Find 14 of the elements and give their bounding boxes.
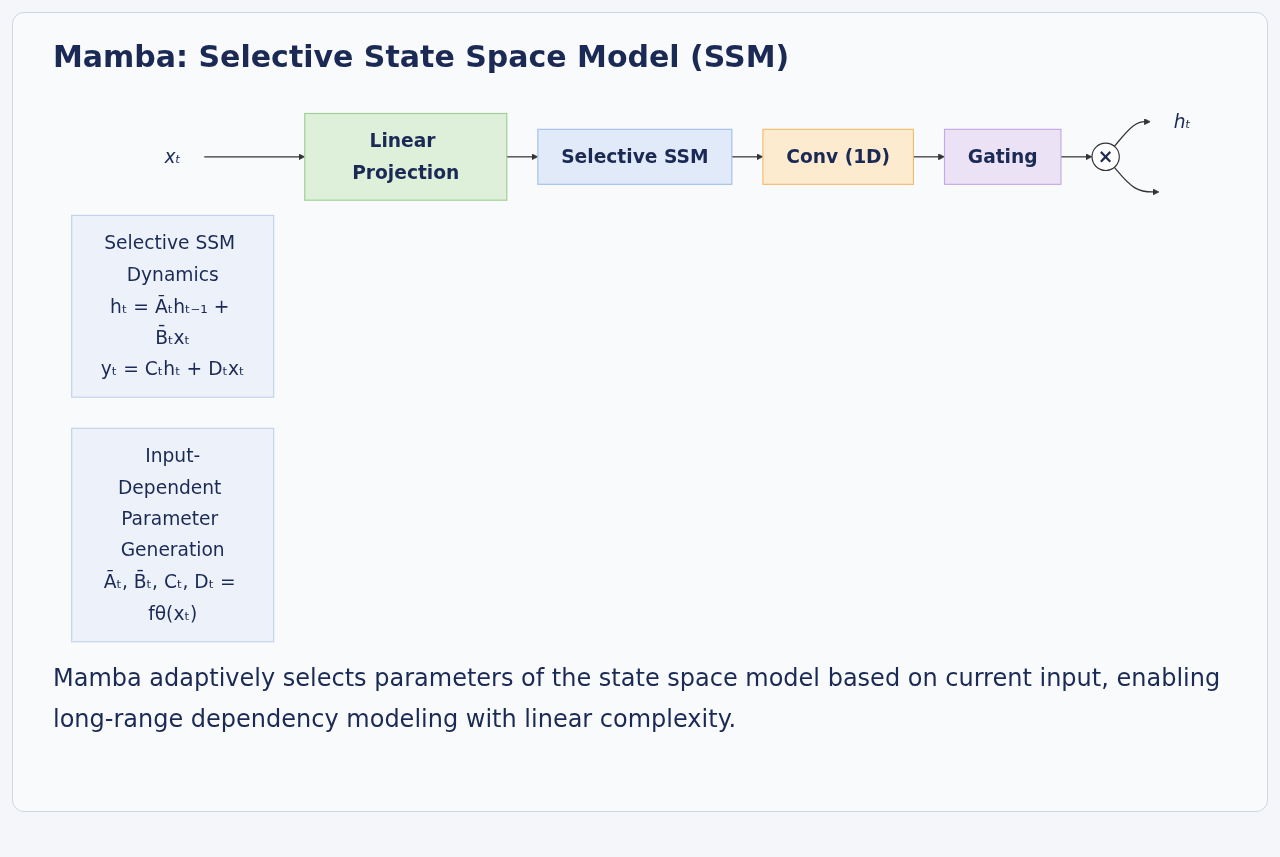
node-circle: × bbox=[1091, 142, 1120, 172]
node-box: Linear Projection bbox=[304, 112, 508, 201]
node-box: Input-Dependent Parameter Generation Āₜ, B̄ₜ, Cₜ, Dₜ = fθ(xₜ) bbox=[71, 427, 275, 643]
caption: Mamba adaptively selects parameters of the state space model based on current input, enabling long-range dependency modeling with linear complexity. bbox=[53, 663, 1222, 735]
arrow bbox=[1113, 118, 1151, 147]
diagram-title: Mamba: Selective State Space Model (SSM) bbox=[53, 39, 791, 74]
arrow bbox=[1113, 166, 1160, 196]
node-box: Gating bbox=[943, 128, 1062, 185]
node-text: hₜ bbox=[1173, 110, 1192, 133]
arrow bbox=[1060, 153, 1093, 161]
node-box: Selective SSM Dynamics hₜ = Āₜhₜ₋₁ + B̄ₜxₜ yₜ = Cₜhₜ + Dₜxₜ bbox=[71, 214, 275, 398]
node-box: Selective SSM bbox=[537, 128, 733, 185]
node-text: xₜ bbox=[164, 145, 181, 168]
node-box: Conv (1D) bbox=[762, 128, 915, 185]
